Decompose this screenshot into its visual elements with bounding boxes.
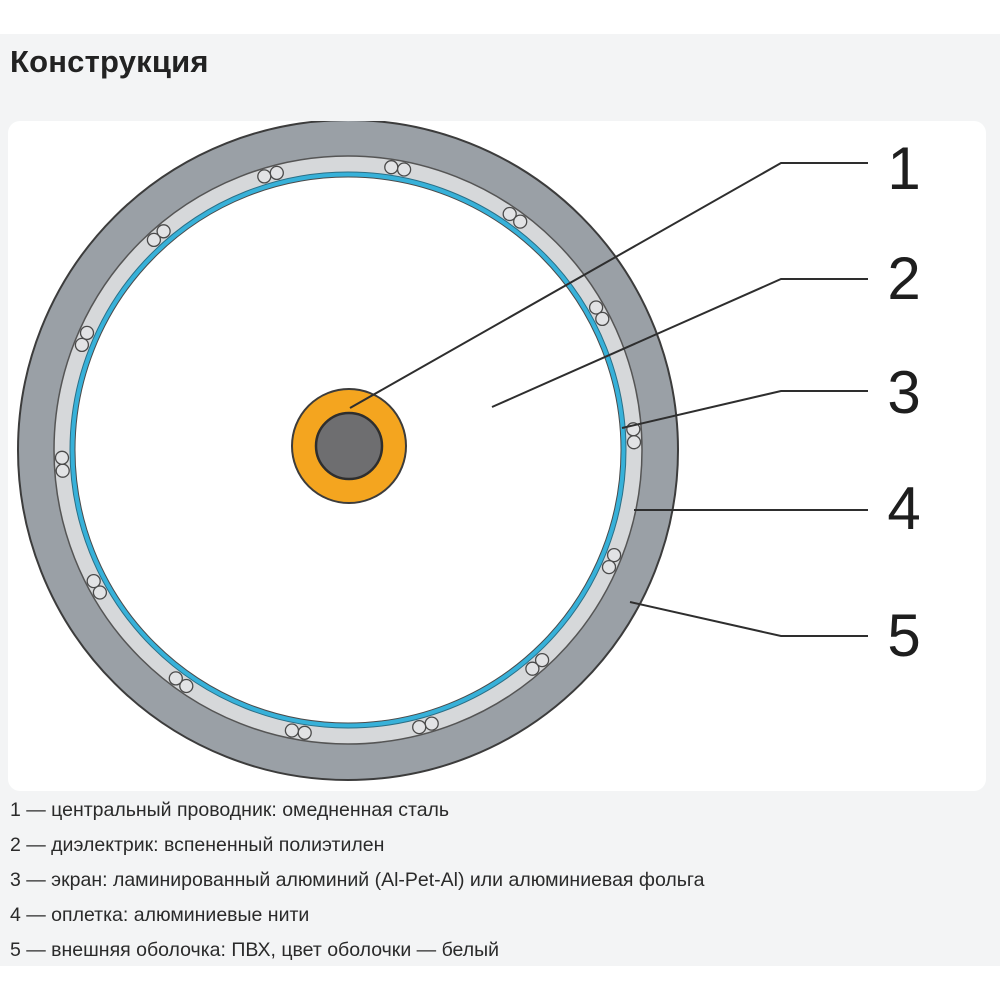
braid-wire xyxy=(92,585,108,600)
leader-line-3 xyxy=(621,390,868,429)
legend-item-2: 2 — диэлектрик: вспененный полиэтилен xyxy=(10,834,385,856)
legend-item-3: 3 — экран: ламинированный алюминий (Al-P… xyxy=(10,869,705,891)
page-title: Конструкция xyxy=(10,44,209,79)
braid-wire xyxy=(626,435,642,450)
braid-wire xyxy=(156,224,171,239)
braid-wire xyxy=(297,725,312,740)
braid-wire xyxy=(269,165,284,181)
braid-wire xyxy=(588,300,604,315)
callout-number-2: 2 xyxy=(887,245,920,312)
braid-wires xyxy=(54,160,642,740)
braid-wire xyxy=(601,559,617,575)
callout-number-5: 5 xyxy=(887,602,920,669)
leader-line-1 xyxy=(349,162,868,409)
braid-wire xyxy=(502,206,517,222)
callout-number-1: 1 xyxy=(887,135,920,202)
legend-item-5: 5 — внешняя оболочка: ПВХ, цвет оболочки… xyxy=(10,939,500,961)
braid-wire xyxy=(513,214,528,229)
cable-cross-section-card: 1 2 3 4 5 xyxy=(8,121,986,791)
braid-wire xyxy=(179,678,194,694)
braid-wire xyxy=(284,723,300,738)
braid-wire xyxy=(534,652,550,668)
leader-line-5 xyxy=(629,601,868,637)
braid-wire xyxy=(257,169,272,184)
braid-wire xyxy=(168,671,183,686)
braid-wire xyxy=(606,547,622,563)
braid-wire xyxy=(79,325,95,341)
braid-wire xyxy=(74,337,90,353)
conductor-core xyxy=(314,411,384,481)
braid-wire xyxy=(384,160,399,175)
leader-line-2 xyxy=(491,278,868,408)
callout-number-3: 3 xyxy=(887,359,920,426)
construction-legend: 1 — центральный проводник: омедненная ст… xyxy=(10,794,990,969)
cable-cross-section-diagram: 1 2 3 4 5 xyxy=(17,121,921,781)
legend-item-1: 1 — центральный проводник: омедненная ст… xyxy=(10,799,450,821)
braid-wire xyxy=(424,716,439,731)
braid-wire xyxy=(54,450,70,465)
braid-wire xyxy=(396,162,412,177)
braid-wire xyxy=(146,232,162,248)
braid-wire xyxy=(595,311,610,327)
legend-item-4: 4 — оплетка: алюминиевые нити xyxy=(10,904,310,926)
braid-wire xyxy=(55,463,70,478)
braid-wire xyxy=(86,573,101,589)
braid-wire xyxy=(525,661,540,676)
callout-number-4: 4 xyxy=(887,475,920,542)
braid-wire xyxy=(412,719,427,735)
